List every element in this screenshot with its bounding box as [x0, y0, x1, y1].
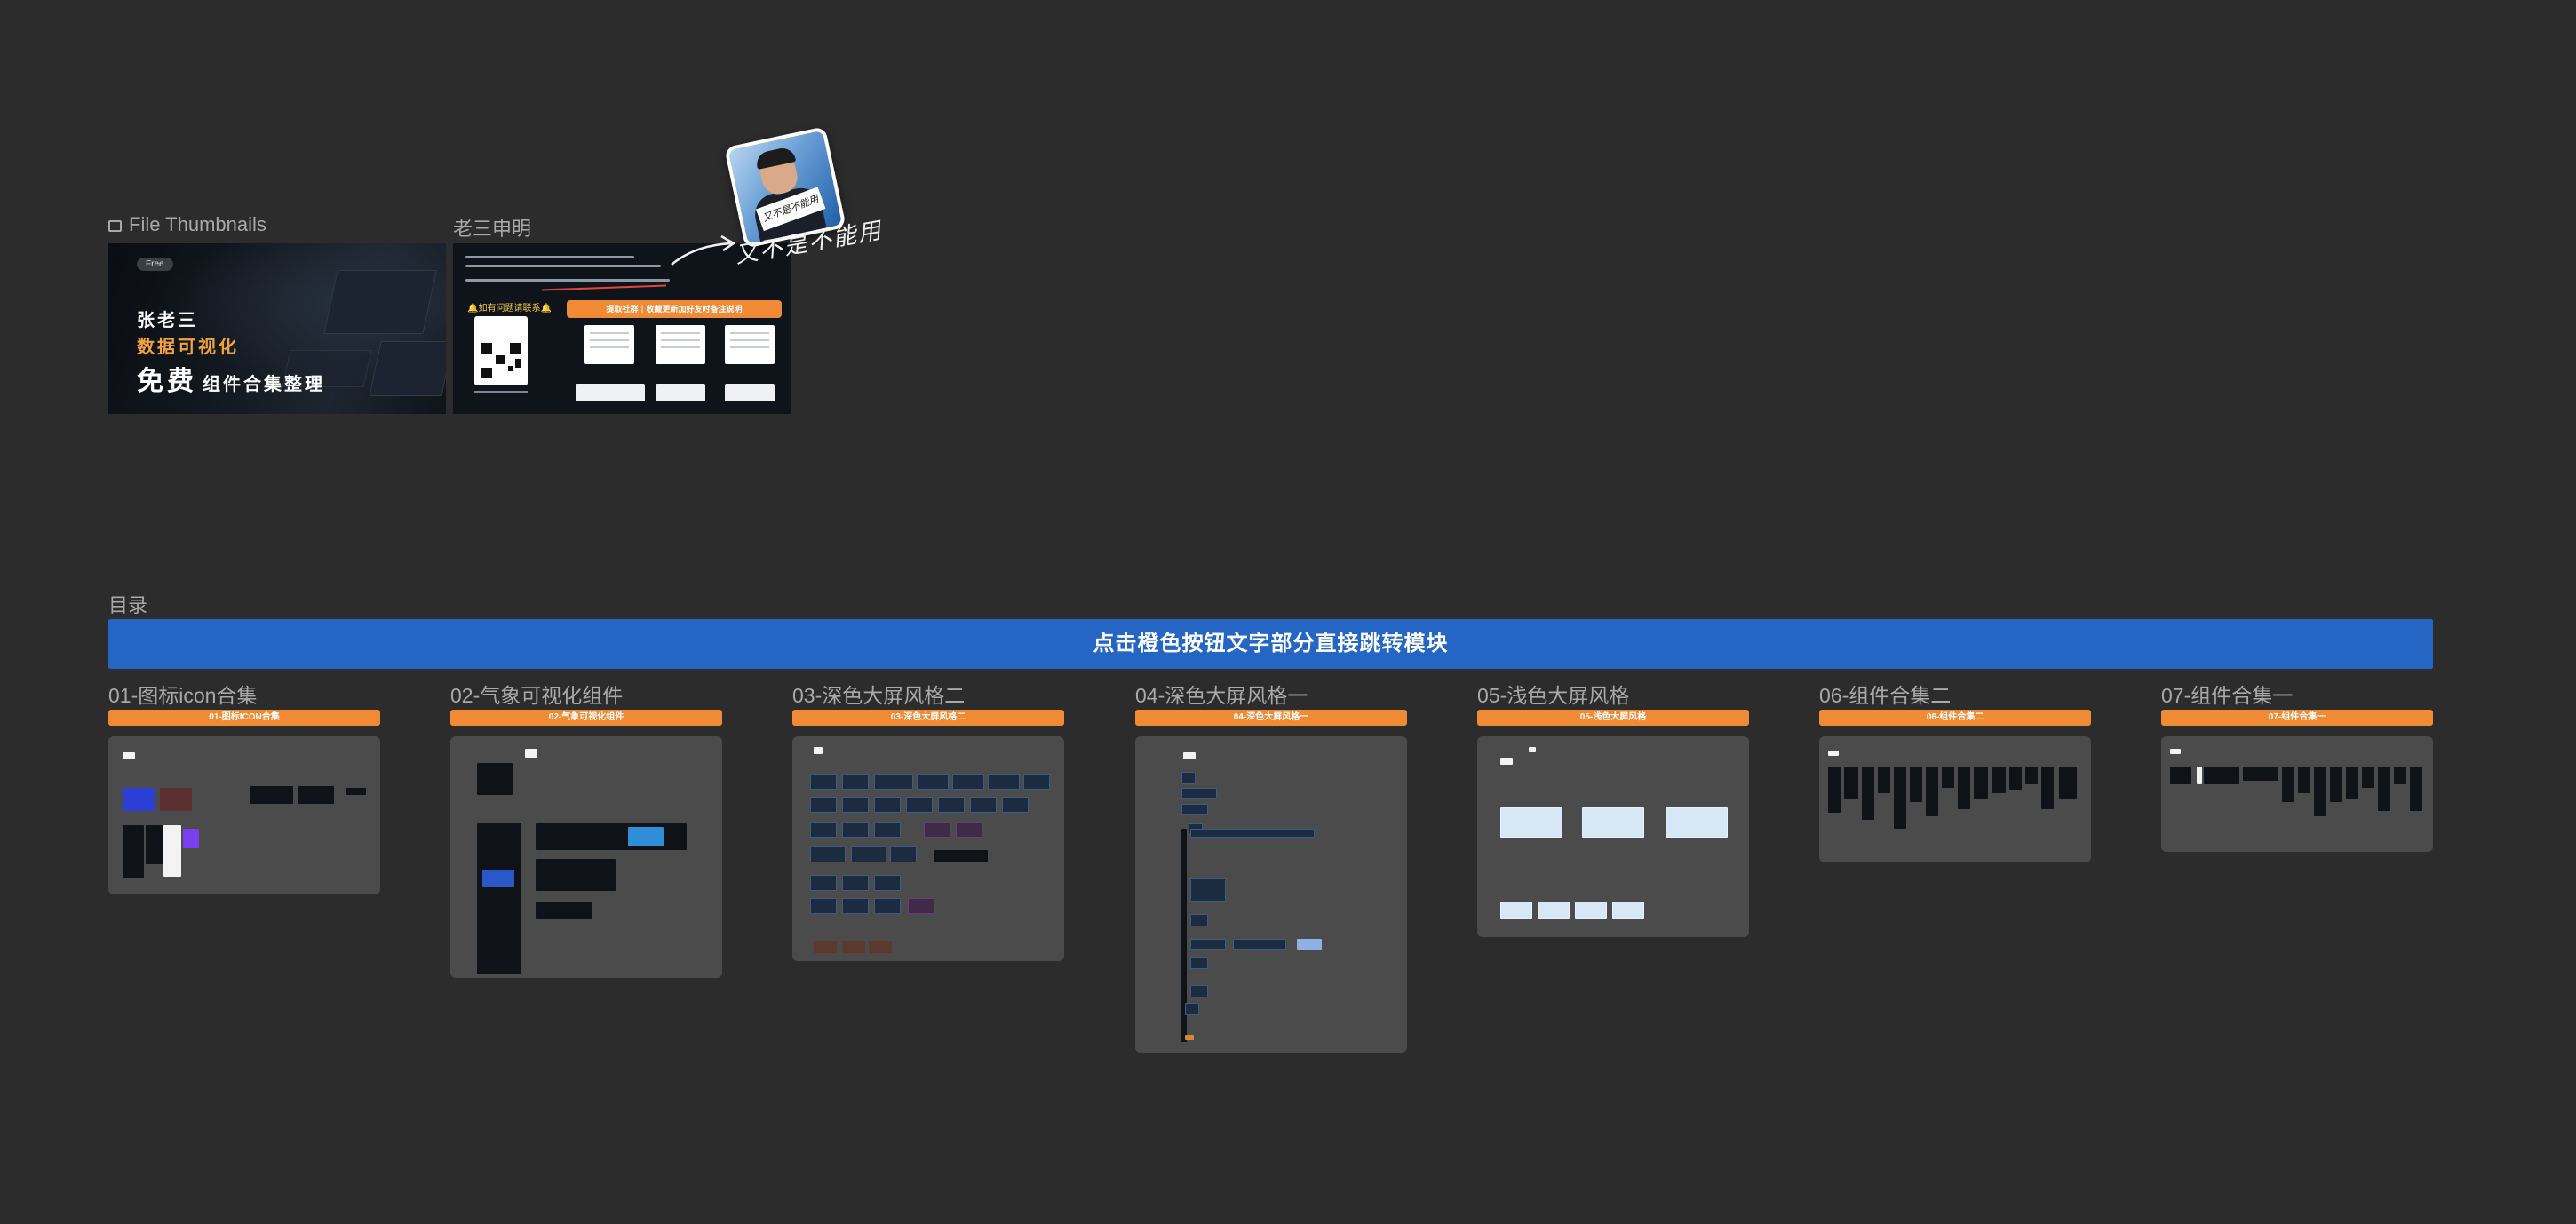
preview-02[interactable]: [450, 736, 722, 978]
jump-button-01[interactable]: 01-图标ICON合集: [108, 710, 380, 726]
section-title-03: 03-深色大屏风格二: [792, 684, 966, 707]
jump-button-05[interactable]: 05-浅色大屏风格: [1477, 710, 1749, 726]
statement-frame-label[interactable]: 老三申明: [453, 218, 532, 240]
community-button[interactable]: 提取社群｜收藏更新加好友时备注说明: [567, 300, 782, 318]
cover-subtitle: 数据可视化: [137, 338, 239, 357]
jump-banner[interactable]: 点击橙色按钮文字部分直接跳转模块: [108, 619, 2433, 669]
section-title-06: 06-组件合集二: [1819, 684, 1952, 707]
toc-label[interactable]: 目录: [108, 594, 148, 616]
contact-label: 🔔如有问题请联系🔔: [467, 304, 552, 314]
frame-icon: [108, 220, 122, 232]
jump-button-03[interactable]: 03-深色大屏风格二: [792, 710, 1064, 726]
jump-button-07[interactable]: 07-组件合集一: [2161, 710, 2433, 726]
preview-06[interactable]: [1819, 736, 2091, 862]
preview-01[interactable]: [108, 736, 380, 894]
statement-thumbnail[interactable]: 🔔如有问题请联系🔔 提取社群｜收藏更新加好友时备注说明: [453, 243, 791, 414]
cover-title: 免费组件合集整理: [137, 367, 325, 396]
file-thumbnails-label[interactable]: File Thumbnails: [108, 213, 266, 236]
preview-07[interactable]: [2161, 736, 2433, 852]
preview-03[interactable]: [792, 736, 1064, 961]
qr-code: [474, 316, 528, 385]
jump-button-02[interactable]: 02-气象可视化组件: [450, 710, 722, 726]
section-title-01: 01-图标icon合集: [108, 684, 258, 707]
jump-button-04[interactable]: 04-深色大屏风格一: [1135, 710, 1407, 726]
section-title-07: 07-组件合集一: [2161, 684, 2294, 707]
section-title-02: 02-气象可视化组件: [450, 684, 624, 707]
jump-button-06[interactable]: 06-组件合集二: [1819, 710, 2091, 726]
section-title-04: 04-深色大屏风格一: [1135, 684, 1308, 707]
arrow-icon: [671, 234, 736, 266]
author-name: 张老三: [137, 311, 198, 330]
cover-thumbnail[interactable]: Free 张老三 数据可视化 免费组件合集整理: [108, 243, 446, 414]
section-title-05: 05-浅色大屏风格: [1477, 684, 1630, 707]
free-badge: Free: [137, 258, 173, 271]
preview-04[interactable]: [1135, 736, 1407, 1053]
preview-05[interactable]: [1477, 736, 1749, 937]
